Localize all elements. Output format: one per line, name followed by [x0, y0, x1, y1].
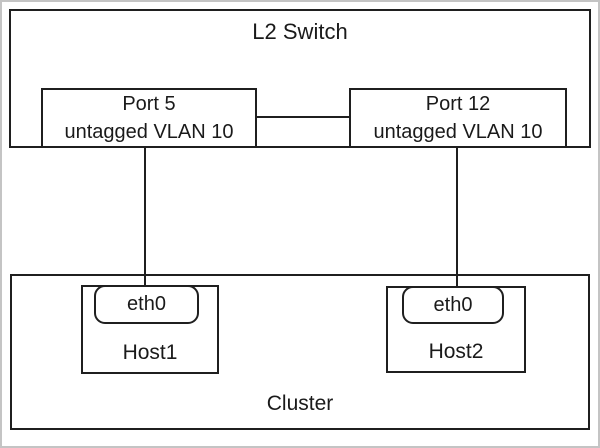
- cluster-label: Cluster: [266, 392, 334, 415]
- port5-vlan: untagged VLAN 10: [64, 121, 234, 143]
- host1-eth0-interface: eth0: [94, 285, 199, 324]
- port12-name: Port 12: [425, 93, 491, 115]
- host2-label: Host2: [428, 340, 484, 363]
- port5-port12-link-line: [257, 116, 349, 118]
- cable-port12-host2: [456, 146, 458, 288]
- cluster-box: Cluster: [10, 274, 590, 430]
- port5-name: Port 5: [122, 93, 176, 115]
- host2-eth0-interface: eth0: [402, 286, 504, 324]
- host1-label: Host1: [122, 341, 178, 364]
- host1-eth0-label: eth0: [127, 293, 166, 315]
- cable-port5-host1: [144, 146, 146, 287]
- host2-eth0-label: eth0: [433, 293, 473, 316]
- port12-vlan: untagged VLAN 10: [373, 121, 543, 143]
- l2-switch-box: L2 Switch: [9, 9, 591, 148]
- l2-switch-label: L2 Switch: [252, 19, 348, 44]
- port5-box: Port 5 untagged VLAN 10: [41, 88, 257, 148]
- port12-box: Port 12 untagged VLAN 10: [349, 88, 567, 148]
